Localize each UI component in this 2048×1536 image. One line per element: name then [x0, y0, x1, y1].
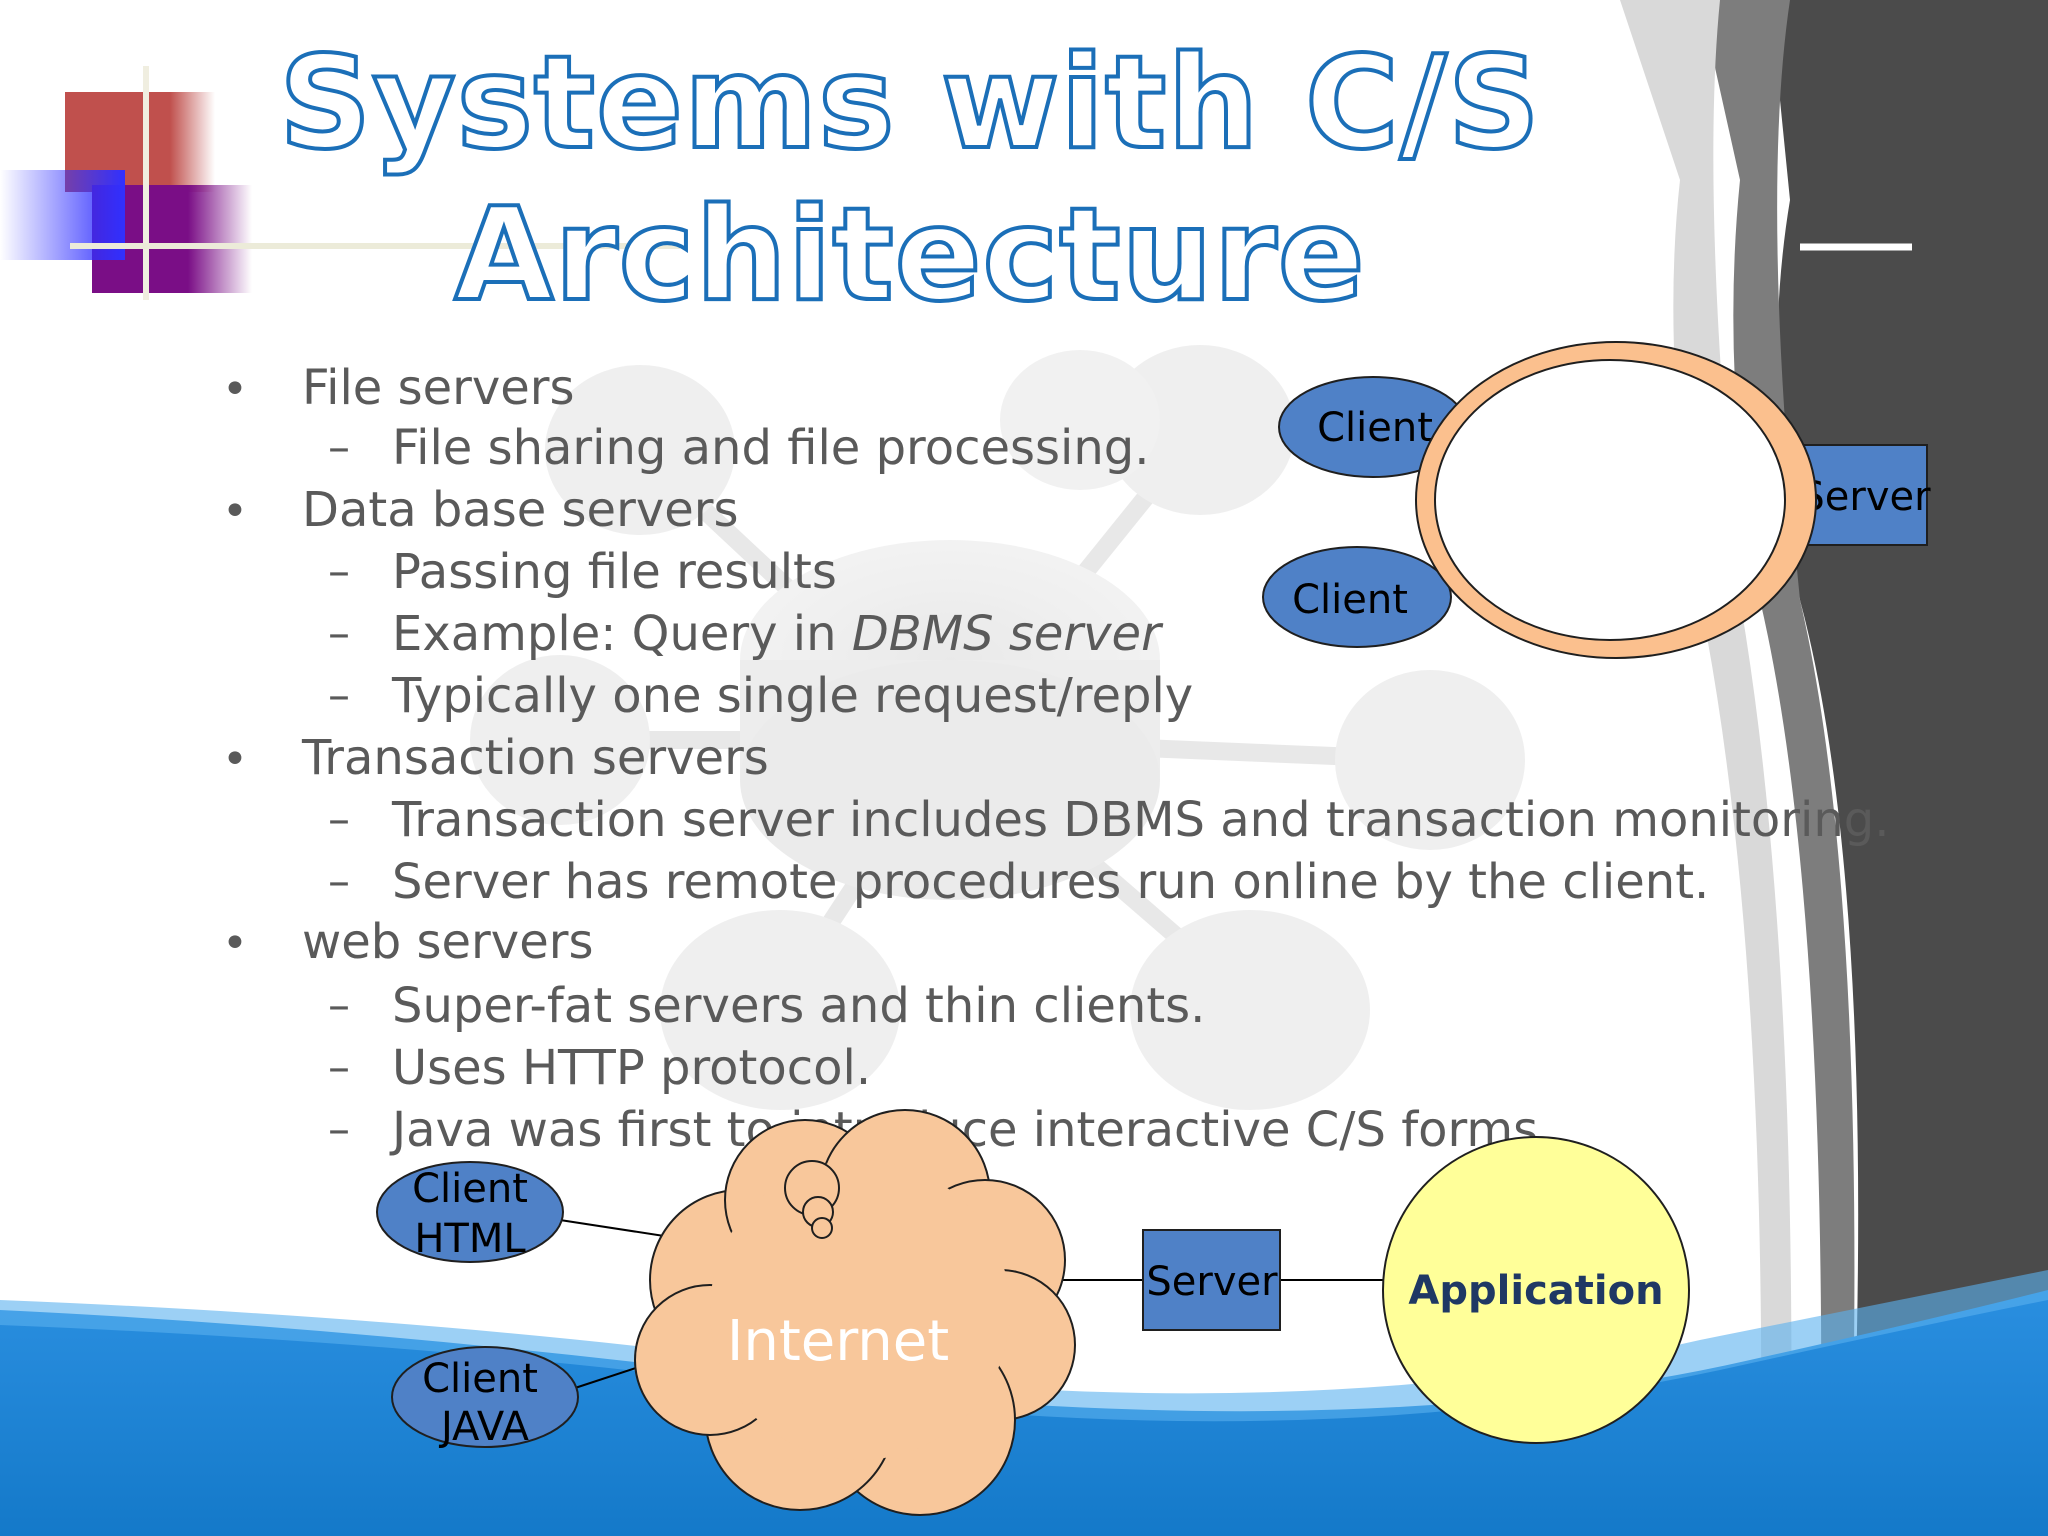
dash-marker: – [328, 980, 350, 1031]
client-html-label-1: Client [412, 1166, 528, 1212]
internet-label: Internet [727, 1309, 949, 1374]
internet-cloud [634, 1109, 1076, 1516]
sub-bullet-single-request-reply: Typically one single request/reply [392, 668, 1194, 724]
client-html-ellipse [376, 1161, 564, 1263]
network-ring-inner [1434, 359, 1786, 641]
client-java-label-1: Client [422, 1356, 538, 1402]
dash-marker: – [328, 856, 350, 907]
top-client-2-ellipse [1262, 546, 1452, 648]
sub-bullet-http-protocol: Uses HTTP protocol. [392, 1040, 872, 1096]
dash-marker: – [328, 1042, 350, 1093]
top-client-1-label: Client [1317, 405, 1433, 451]
client-java-ellipse [391, 1346, 579, 1448]
slide-title-line-1: Systems with C/S [277, 29, 1542, 178]
sub-bullet-super-fat-servers: Super-fat servers and thin clients. [392, 978, 1206, 1034]
top-server-label: Server [1799, 474, 1931, 520]
bottom-diagram: Internet Client HTML Client JAVA Server … [376, 1109, 1690, 1516]
dash-marker: – [328, 422, 350, 473]
client-java-label-2: JAVA [438, 1404, 530, 1450]
top-server-box [1794, 444, 1928, 546]
dash-marker: – [328, 670, 350, 721]
dash-marker: – [328, 546, 350, 597]
bullet-web-servers: web servers [302, 914, 594, 970]
bullet-file-servers: File servers [302, 360, 575, 416]
bullet-marker: • [222, 364, 248, 415]
bullet-transaction-servers: Transaction servers [302, 730, 769, 786]
top-client-2-label: Client [1292, 577, 1408, 623]
dash-marker: – [328, 794, 350, 845]
example-query-text: Example: Query in [392, 606, 852, 662]
bullet-marker: • [222, 486, 248, 537]
dash-marker: – [328, 1104, 350, 1155]
bottom-server-label: Server [1146, 1259, 1278, 1305]
sub-bullet-file-sharing: File sharing and file processing. [392, 420, 1150, 476]
top-diagram: Server Client Client [1262, 341, 1931, 659]
sub-bullet-transaction-server-includes: Transaction server includes DBMS and tra… [392, 792, 1890, 848]
application-label: Application [1408, 1268, 1663, 1314]
bullet-marker: • [222, 918, 248, 969]
bottom-server-box [1142, 1229, 1281, 1331]
client-html-label-2: HTML [414, 1216, 526, 1262]
slide-title-line-2: Architecture [452, 181, 1366, 330]
sub-bullet-remote-procedures: Server has remote procedures run online … [392, 854, 1710, 910]
sub-bullet-passing-file-results: Passing file results [392, 544, 837, 600]
example-query-italic: DBMS server [851, 606, 1161, 662]
sub-bullet-example-query: Example: Query in DBMS server [392, 610, 1161, 658]
bullet-marker: • [222, 734, 248, 785]
dash-marker: – [328, 608, 350, 659]
application-circle [1382, 1136, 1690, 1444]
bullet-database-servers: Data base servers [302, 482, 739, 538]
